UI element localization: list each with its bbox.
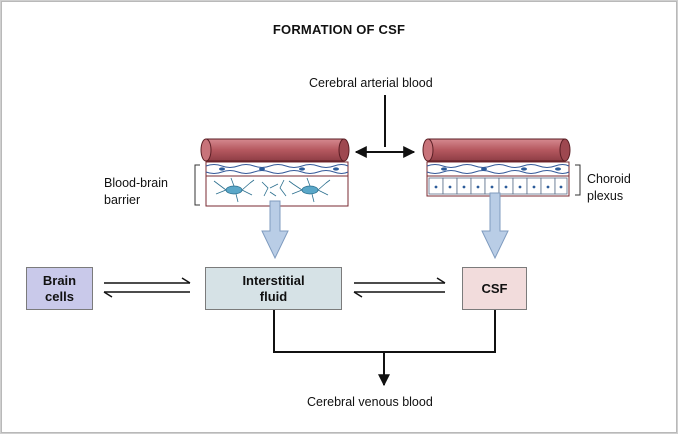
venous-drainage-arrow	[273, 309, 496, 387]
diagram-title: FORMATION OF CSF	[272, 22, 406, 37]
interstitial-line1: Interstitial	[242, 272, 305, 288]
equilibrium-arrows-left	[103, 277, 191, 298]
choroid-plexus-label: Choroid plexus	[587, 171, 631, 205]
blood-brain-barrier-line2: barrier	[104, 193, 141, 207]
choroid-plexus-line2: plexus	[587, 189, 624, 203]
blood-brain-barrier-panel	[194, 138, 350, 207]
interstitial-fluid-box: Interstitial fluid	[205, 267, 342, 310]
arterial-supply-arrows	[354, 95, 416, 158]
choroid-plexus-panel	[422, 138, 581, 197]
blood-brain-barrier-label: Blood-brain barrier	[104, 175, 168, 209]
brain-cells-line1: Brain	[42, 272, 77, 288]
arterial-blood-label: Cerebral arterial blood	[309, 76, 433, 90]
blood-vessel-icon	[422, 138, 571, 162]
astrocyte-icon	[288, 177, 331, 203]
secretion-arrow-left	[261, 200, 289, 260]
csf-box: CSF	[462, 267, 527, 310]
csf-label: CSF	[481, 280, 508, 296]
blood-brain-barrier-line1: Blood-brain	[104, 176, 168, 190]
astrocyte-icon	[213, 177, 255, 203]
blood-vessel-icon	[200, 138, 350, 162]
choroid-plexus-line1: Choroid	[587, 172, 631, 186]
brain-cells-line2: cells	[45, 288, 74, 304]
brain-cells-box: Brain cells	[26, 267, 93, 310]
interstitial-line2: fluid	[259, 288, 288, 304]
secretion-arrow-right	[481, 192, 509, 260]
venous-blood-label: Cerebral venous blood	[307, 395, 433, 409]
equilibrium-arrows-right	[353, 277, 446, 298]
